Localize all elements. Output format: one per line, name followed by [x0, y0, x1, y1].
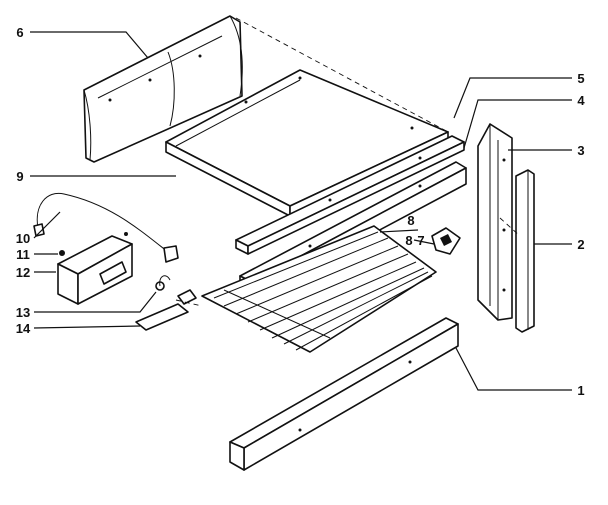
- callout-6: 6: [16, 25, 23, 40]
- part-11-screw: [59, 250, 65, 256]
- part-2-side-strip: [515, 169, 535, 333]
- callout-4: 4: [577, 93, 585, 108]
- callout-11: 11: [16, 247, 30, 262]
- part-8-oven-rack: [201, 225, 437, 353]
- callout-7: 7: [417, 233, 424, 248]
- callout-10: 10: [16, 231, 30, 246]
- callout-13: 13: [16, 305, 30, 320]
- callout-9: 9: [16, 169, 23, 184]
- part-12-bracket: [57, 232, 133, 305]
- callout-labels: 6 9 5 4 3 2 1 8 8 7 10 11 12 13 14: [16, 25, 586, 398]
- callout-3: 3: [577, 143, 584, 158]
- part-9-top-cover: [165, 69, 449, 217]
- part-5-trim-strip: [235, 135, 465, 255]
- part-6-rear-panel: [83, 15, 243, 163]
- part-14-mount-plate: [135, 289, 197, 331]
- callout-12: 12: [16, 265, 30, 280]
- callout-1: 1: [577, 383, 584, 398]
- leader-lines: [30, 31, 572, 391]
- part-13-sensor: [155, 275, 171, 291]
- callout-14: 14: [16, 321, 31, 336]
- callout-2: 2: [577, 237, 584, 252]
- part-3-side-panel: [477, 123, 513, 321]
- part-1-bottom-rail: [229, 317, 459, 471]
- callout-5: 5: [577, 71, 584, 86]
- part-10-wire-harness: [33, 192, 179, 263]
- part-7-clip: [431, 227, 461, 255]
- callout-8-lower: 8: [405, 233, 412, 248]
- callout-8-upper: 8: [407, 213, 414, 228]
- alignment-lines: [175, 17, 521, 307]
